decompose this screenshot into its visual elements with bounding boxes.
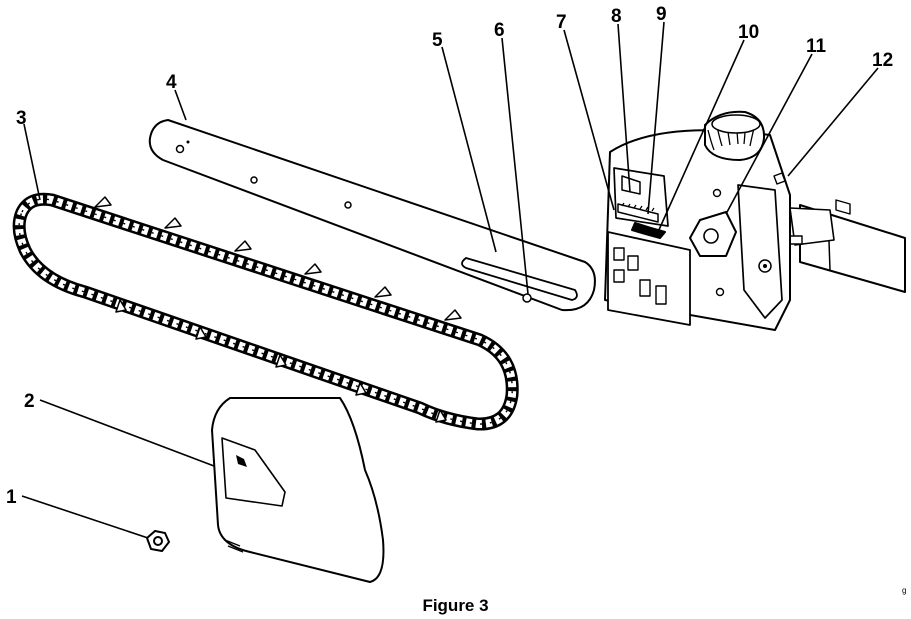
callout-2: 2 bbox=[24, 391, 35, 412]
callout-4: 4 bbox=[166, 72, 177, 93]
guide-bar bbox=[148, 119, 596, 312]
figure-code: g bbox=[902, 586, 907, 595]
callout-12: 12 bbox=[872, 50, 893, 71]
callout-5: 5 bbox=[432, 30, 443, 51]
figure-caption: Figure 3 bbox=[422, 596, 489, 615]
callout-9: 9 bbox=[656, 4, 667, 25]
callout-6: 6 bbox=[494, 20, 505, 41]
powerhead-assembly bbox=[604, 110, 906, 331]
callout-3: 3 bbox=[16, 108, 27, 129]
callout-11: 11 bbox=[806, 36, 827, 57]
callout-8: 8 bbox=[611, 6, 622, 27]
flange-nut bbox=[145, 529, 171, 553]
leader-lines bbox=[21, 21, 879, 539]
callout-1: 1 bbox=[6, 487, 17, 508]
callout-10: 10 bbox=[738, 22, 759, 43]
chain-cover bbox=[211, 397, 385, 583]
callout-7: 7 bbox=[556, 12, 567, 33]
saw-chain bbox=[12, 192, 519, 431]
